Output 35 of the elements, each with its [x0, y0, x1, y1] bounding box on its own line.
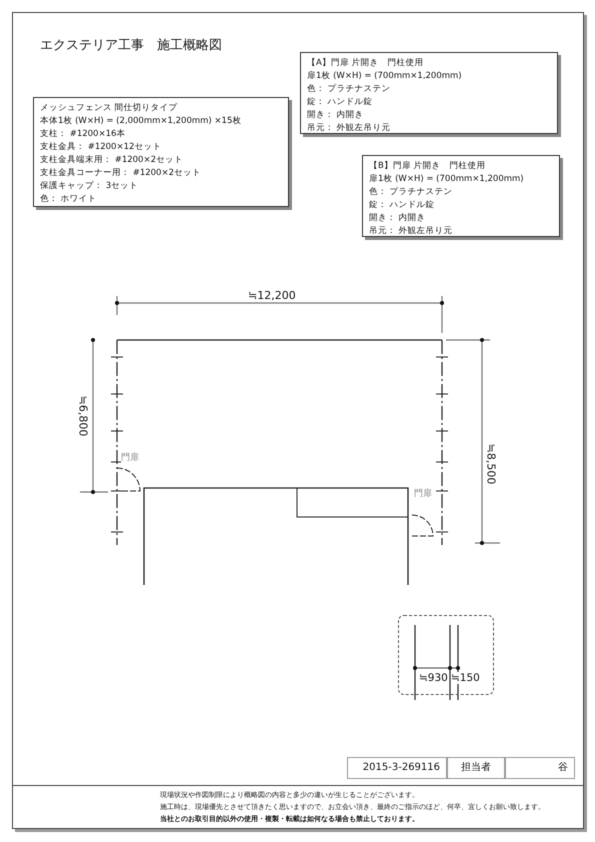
spec-text: 【A】門扉 片開き 門柱使用: [307, 57, 425, 70]
dimension-text: ≒6,800: [76, 396, 88, 436]
table-cell: 谷: [505, 757, 575, 779]
spec-text: 支柱金具： #1200×12セット: [40, 141, 162, 154]
title-text: エクステリア工事 施工概略図: [40, 38, 222, 53]
spec-text: 開き： 内開き: [369, 212, 427, 225]
spec-text: 錠： ハンドル錠: [307, 96, 374, 109]
dimension-text: ≒8,500: [484, 444, 496, 484]
door-label: 門扉: [414, 488, 432, 500]
spec-text: 色： ホワイト: [40, 193, 98, 206]
spec-text: 支柱： #1200×16本: [40, 128, 126, 141]
spec-text: 吊元： 外観左吊り元: [369, 225, 454, 238]
spec-text: 吊元： 外観左吊り元: [307, 122, 392, 135]
spec-text: 本体1枚 (W×H) = (2,000mm×1,200mm) ×15枚: [40, 115, 242, 128]
table-cell: 2015-3-269116: [347, 757, 447, 779]
dimension-text: ≒150: [451, 672, 480, 684]
spec-text: 扉1枚 (W×H) = (700mm×1,200mm): [307, 70, 463, 83]
spec-text: 【B】門扉 片開き 門柱使用: [369, 160, 487, 173]
detail-box: [398, 615, 494, 695]
spec-text: メッシュフェンス 間仕切りタイプ: [40, 102, 179, 115]
spec-box: [362, 155, 560, 237]
dimension-text: ≒930: [419, 672, 448, 684]
dimension-text: ≒12,200: [248, 290, 296, 302]
spec-text: 錠： ハンドル錠: [369, 199, 436, 212]
spec-text: 支柱金具コーナー用： #1200×2セット: [40, 167, 202, 180]
spec-text: 扉1枚 (W×H) = (700mm×1,200mm): [369, 173, 525, 186]
door-label: 門扉: [121, 452, 139, 464]
spec-text: 保護キャップ： 3セット: [40, 180, 140, 193]
spec-text: 色： プラチナステン: [307, 83, 392, 96]
spec-text: 支柱金具端末用： #1200×2セット: [40, 154, 184, 167]
spec-text: 開き： 内開き: [307, 109, 365, 122]
spec-text: 色： プラチナステン: [369, 186, 454, 199]
spec-box: [33, 97, 289, 207]
spec-box: [300, 52, 558, 134]
table-cell: 担当者: [447, 757, 505, 779]
